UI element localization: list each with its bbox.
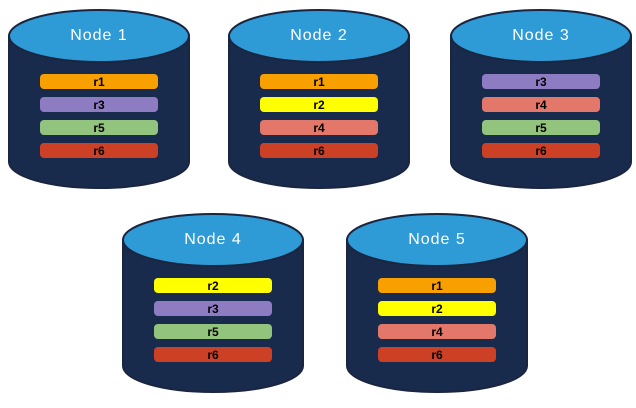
database-node-4[interactable]: Node 4 r2 r3 r5 r6 — [122, 212, 304, 394]
replica-bar-r3[interactable]: r3 — [481, 74, 601, 89]
replica-bar-r1[interactable]: r1 — [259, 74, 379, 89]
replica-list: r1 r2 r4 r6 — [377, 278, 497, 362]
replica-list: r1 r3 r5 r6 — [39, 74, 159, 158]
replica-list: r1 r2 r4 r6 — [259, 74, 379, 158]
node-title: Node 2 — [290, 27, 348, 44]
replica-bar-r6[interactable]: r6 — [153, 347, 273, 362]
replica-bar-r1[interactable]: r1 — [377, 278, 497, 293]
replica-bar-r4[interactable]: r4 — [259, 120, 379, 135]
cylinder-top-ellipse — [228, 9, 410, 63]
replica-bar-r5[interactable]: r5 — [153, 324, 273, 339]
replica-bar-r4[interactable]: r4 — [481, 97, 601, 112]
replica-list: r3 r4 r5 r6 — [481, 74, 601, 158]
replica-bar-r6[interactable]: r6 — [259, 143, 379, 158]
database-node-2[interactable]: Node 2 r1 r2 r4 r6 — [228, 8, 410, 190]
node-title: Node 3 — [512, 27, 570, 44]
database-node-3[interactable]: Node 3 r3 r4 r5 r6 — [450, 8, 632, 190]
replica-bar-r2[interactable]: r2 — [259, 97, 379, 112]
database-node-5[interactable]: Node 5 r1 r2 r4 r6 — [346, 212, 528, 394]
cylinder-top-ellipse — [8, 9, 190, 63]
replica-bar-r6[interactable]: r6 — [39, 143, 159, 158]
cylinder-top-ellipse — [122, 213, 304, 267]
replica-bar-r2[interactable]: r2 — [153, 278, 273, 293]
replica-bar-r5[interactable]: r5 — [481, 120, 601, 135]
replica-bar-r6[interactable]: r6 — [481, 143, 601, 158]
replica-bar-r3[interactable]: r3 — [153, 301, 273, 316]
replica-bar-r5[interactable]: r5 — [39, 120, 159, 135]
node-title: Node 1 — [70, 27, 128, 44]
replica-bar-r4[interactable]: r4 — [377, 324, 497, 339]
replica-bar-r6[interactable]: r6 — [377, 347, 497, 362]
replica-bar-r3[interactable]: r3 — [39, 97, 159, 112]
replica-list: r2 r3 r5 r6 — [153, 278, 273, 362]
node-title: Node 5 — [408, 231, 466, 248]
replica-bar-r2[interactable]: r2 — [377, 301, 497, 316]
cylinder-top-ellipse — [450, 9, 632, 63]
replica-bar-r1[interactable]: r1 — [39, 74, 159, 89]
cylinder-top-ellipse — [346, 213, 528, 267]
database-node-1[interactable]: Node 1 r1 r3 r5 r6 — [8, 8, 190, 190]
node-title: Node 4 — [184, 231, 242, 248]
